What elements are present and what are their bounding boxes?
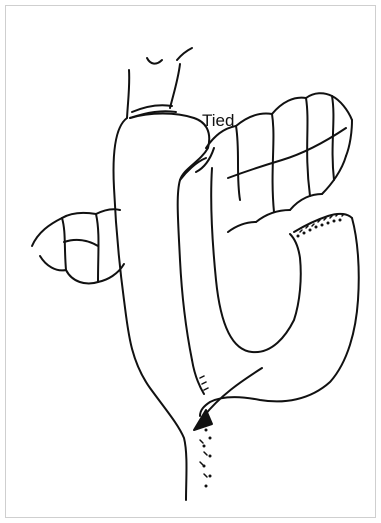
inner-limb (180, 148, 359, 416)
left-bowel-segment (32, 209, 124, 283)
main-bowel-body (114, 114, 210, 501)
stipple-dots (203, 219, 342, 488)
staple-marks (200, 214, 344, 477)
tied-vessel-stump (127, 48, 192, 118)
annotation-label-tied: Tied (202, 111, 234, 130)
